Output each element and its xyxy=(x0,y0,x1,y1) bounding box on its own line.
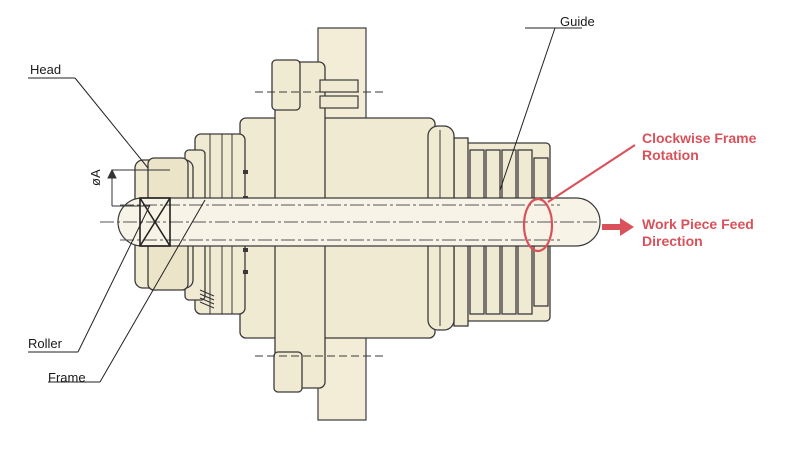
annotation-feed-line1: Work Piece Feed xyxy=(642,216,754,232)
label-guide: Guide xyxy=(560,14,595,29)
rotation-ellipse-icon xyxy=(522,197,554,253)
annotation-rotation-line2: Rotation xyxy=(642,147,699,163)
annotation-rotation-line1: Clockwise Frame xyxy=(642,130,757,146)
roller xyxy=(139,197,171,247)
label-diameter: øA xyxy=(88,169,103,186)
right-arrow-icon xyxy=(602,218,634,236)
label-roller: Roller xyxy=(28,336,62,351)
annotation-rotation: Clockwise Frame Rotation xyxy=(642,130,756,164)
label-head: Head xyxy=(30,62,62,77)
annotation-feed: Work Piece Feed Direction xyxy=(642,216,754,250)
annotation-feed-line2: Direction xyxy=(642,233,703,249)
label-frame: Frame xyxy=(48,370,86,385)
